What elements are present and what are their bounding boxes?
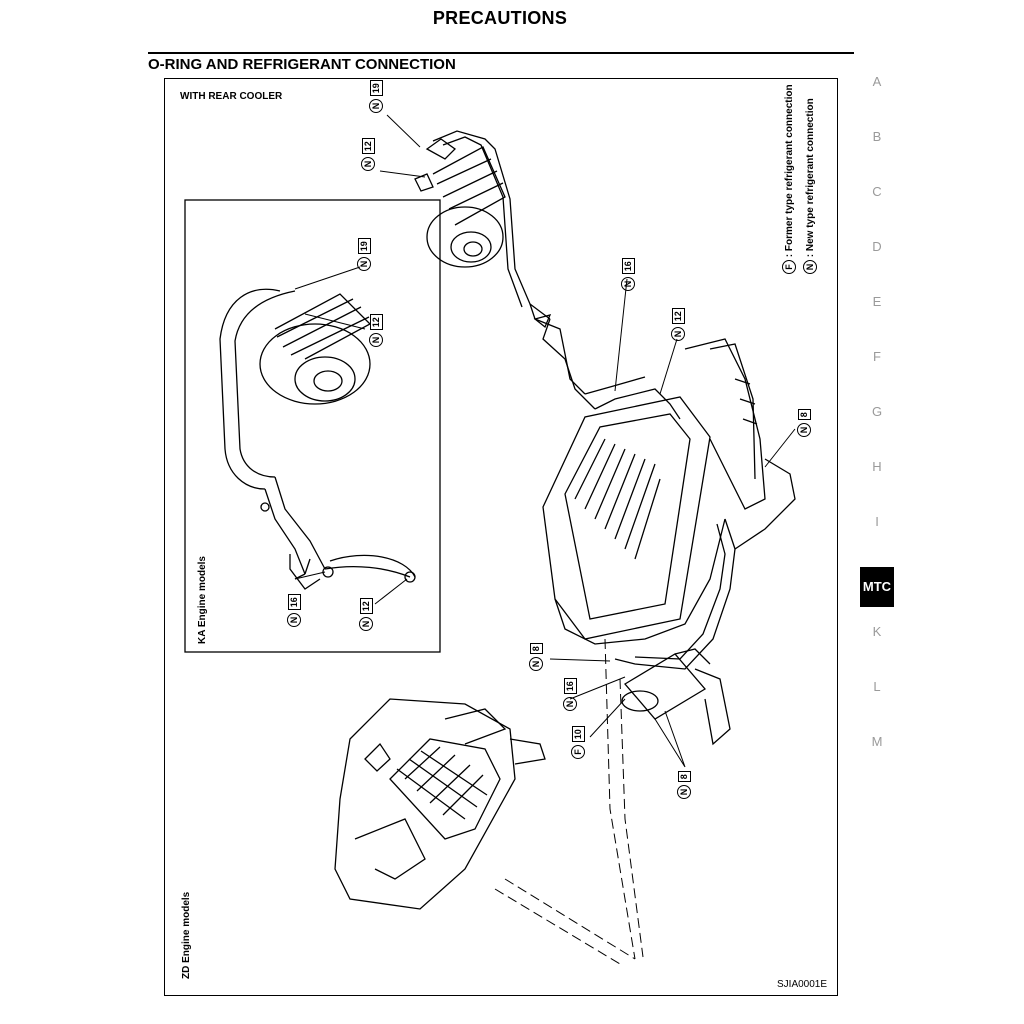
- callout: N 12: [359, 598, 373, 631]
- callout-number: 16: [288, 594, 301, 611]
- callout: N 12: [671, 308, 685, 341]
- side-index-g[interactable]: G: [871, 404, 883, 419]
- legend-n-symbol: N: [803, 260, 817, 274]
- callout-number: 12: [362, 138, 375, 155]
- side-index-l[interactable]: L: [873, 679, 881, 694]
- callout: N 16: [287, 594, 301, 627]
- callout-type: N: [369, 333, 383, 347]
- callout: N 16: [621, 258, 635, 291]
- callout-number: 8: [678, 771, 691, 783]
- callout-number: 19: [370, 80, 383, 97]
- dash-lines: [494, 638, 644, 965]
- section-title: O-RING AND REFRIGERANT CONNECTION: [148, 56, 456, 73]
- callout-type: N: [357, 257, 371, 271]
- callout: N 19: [357, 238, 371, 271]
- inset-hoses: [219, 288, 416, 590]
- figure-id: SJIA0001E: [777, 979, 828, 990]
- callout-type: N: [797, 423, 811, 437]
- callout-number: 8: [530, 643, 543, 655]
- legend-new-type: N : New type refrigerant connection: [803, 98, 817, 274]
- callout-number: 12: [360, 598, 373, 615]
- legend-former-type: F : Former type refrigerant connection: [782, 84, 796, 274]
- callout-type: N: [621, 277, 635, 291]
- callout-type: N: [529, 657, 543, 671]
- ka-engine-inset-box: [184, 199, 441, 653]
- callout: N 12: [369, 314, 383, 347]
- legend-former-text: : Former type refrigerant connection: [784, 84, 795, 258]
- legend-f-symbol: F: [782, 260, 796, 274]
- side-index-i[interactable]: I: [875, 514, 879, 529]
- callout: N 12: [361, 138, 375, 171]
- callout: N 8: [797, 409, 811, 437]
- callout-type: N: [677, 785, 691, 799]
- side-index-e[interactable]: E: [872, 294, 882, 309]
- main-hoses: [432, 130, 681, 420]
- side-index-d[interactable]: D: [872, 239, 882, 254]
- inset-engine-label: KA Engine models: [197, 556, 208, 644]
- callout-number: 8: [798, 409, 811, 421]
- page-title: PRECAUTIONS: [432, 8, 568, 28]
- side-index-mtc-active[interactable]: MTC: [860, 567, 894, 607]
- receiver-drier: [621, 648, 731, 746]
- callout-type: N: [361, 157, 375, 171]
- callout: N 8: [529, 643, 543, 671]
- rear-heater-unit: [334, 698, 546, 910]
- callout-type: N: [287, 613, 301, 627]
- side-index-k[interactable]: K: [872, 624, 882, 639]
- variant-label: WITH REAR COOLER: [180, 91, 283, 102]
- legend-new-text: : New type refrigerant connection: [805, 98, 816, 258]
- side-index-h[interactable]: H: [872, 459, 882, 474]
- callout: N 16: [563, 678, 577, 711]
- side-index-a[interactable]: A: [872, 74, 882, 89]
- callout-type: N: [671, 327, 685, 341]
- figure-frame: F : Former type refrigerant connection N…: [164, 78, 838, 996]
- callout: F 10: [571, 726, 585, 759]
- callout-type: N: [369, 99, 383, 113]
- liquid-lines: [614, 458, 796, 670]
- callout-number: 16: [622, 258, 635, 275]
- callout-number: 16: [564, 678, 577, 695]
- callout-type: N: [563, 697, 577, 711]
- side-index-c[interactable]: C: [872, 184, 882, 199]
- callout-number: 12: [672, 308, 685, 325]
- inset-compressor: [259, 293, 372, 405]
- callout-number: 12: [370, 314, 383, 331]
- side-index-f[interactable]: F: [873, 349, 881, 364]
- callout: N 19: [369, 80, 383, 113]
- evaporator-unit: [542, 338, 766, 645]
- refrigerant-diagram: [184, 114, 796, 965]
- callout-type: F: [571, 745, 585, 759]
- upper-compressor: [414, 138, 506, 268]
- callout: N 8: [677, 771, 691, 799]
- section-rule: [148, 52, 854, 54]
- callout-number: 19: [358, 238, 371, 255]
- side-index-m[interactable]: M: [871, 734, 883, 749]
- callout-type: N: [359, 617, 373, 631]
- callout-number: 10: [572, 726, 585, 743]
- side-index: A B C D E F G H I MTC K L M: [860, 72, 894, 787]
- side-index-b[interactable]: B: [872, 129, 882, 144]
- main-engine-label: ZD Engine models: [181, 891, 192, 979]
- leader-lines: [294, 114, 796, 768]
